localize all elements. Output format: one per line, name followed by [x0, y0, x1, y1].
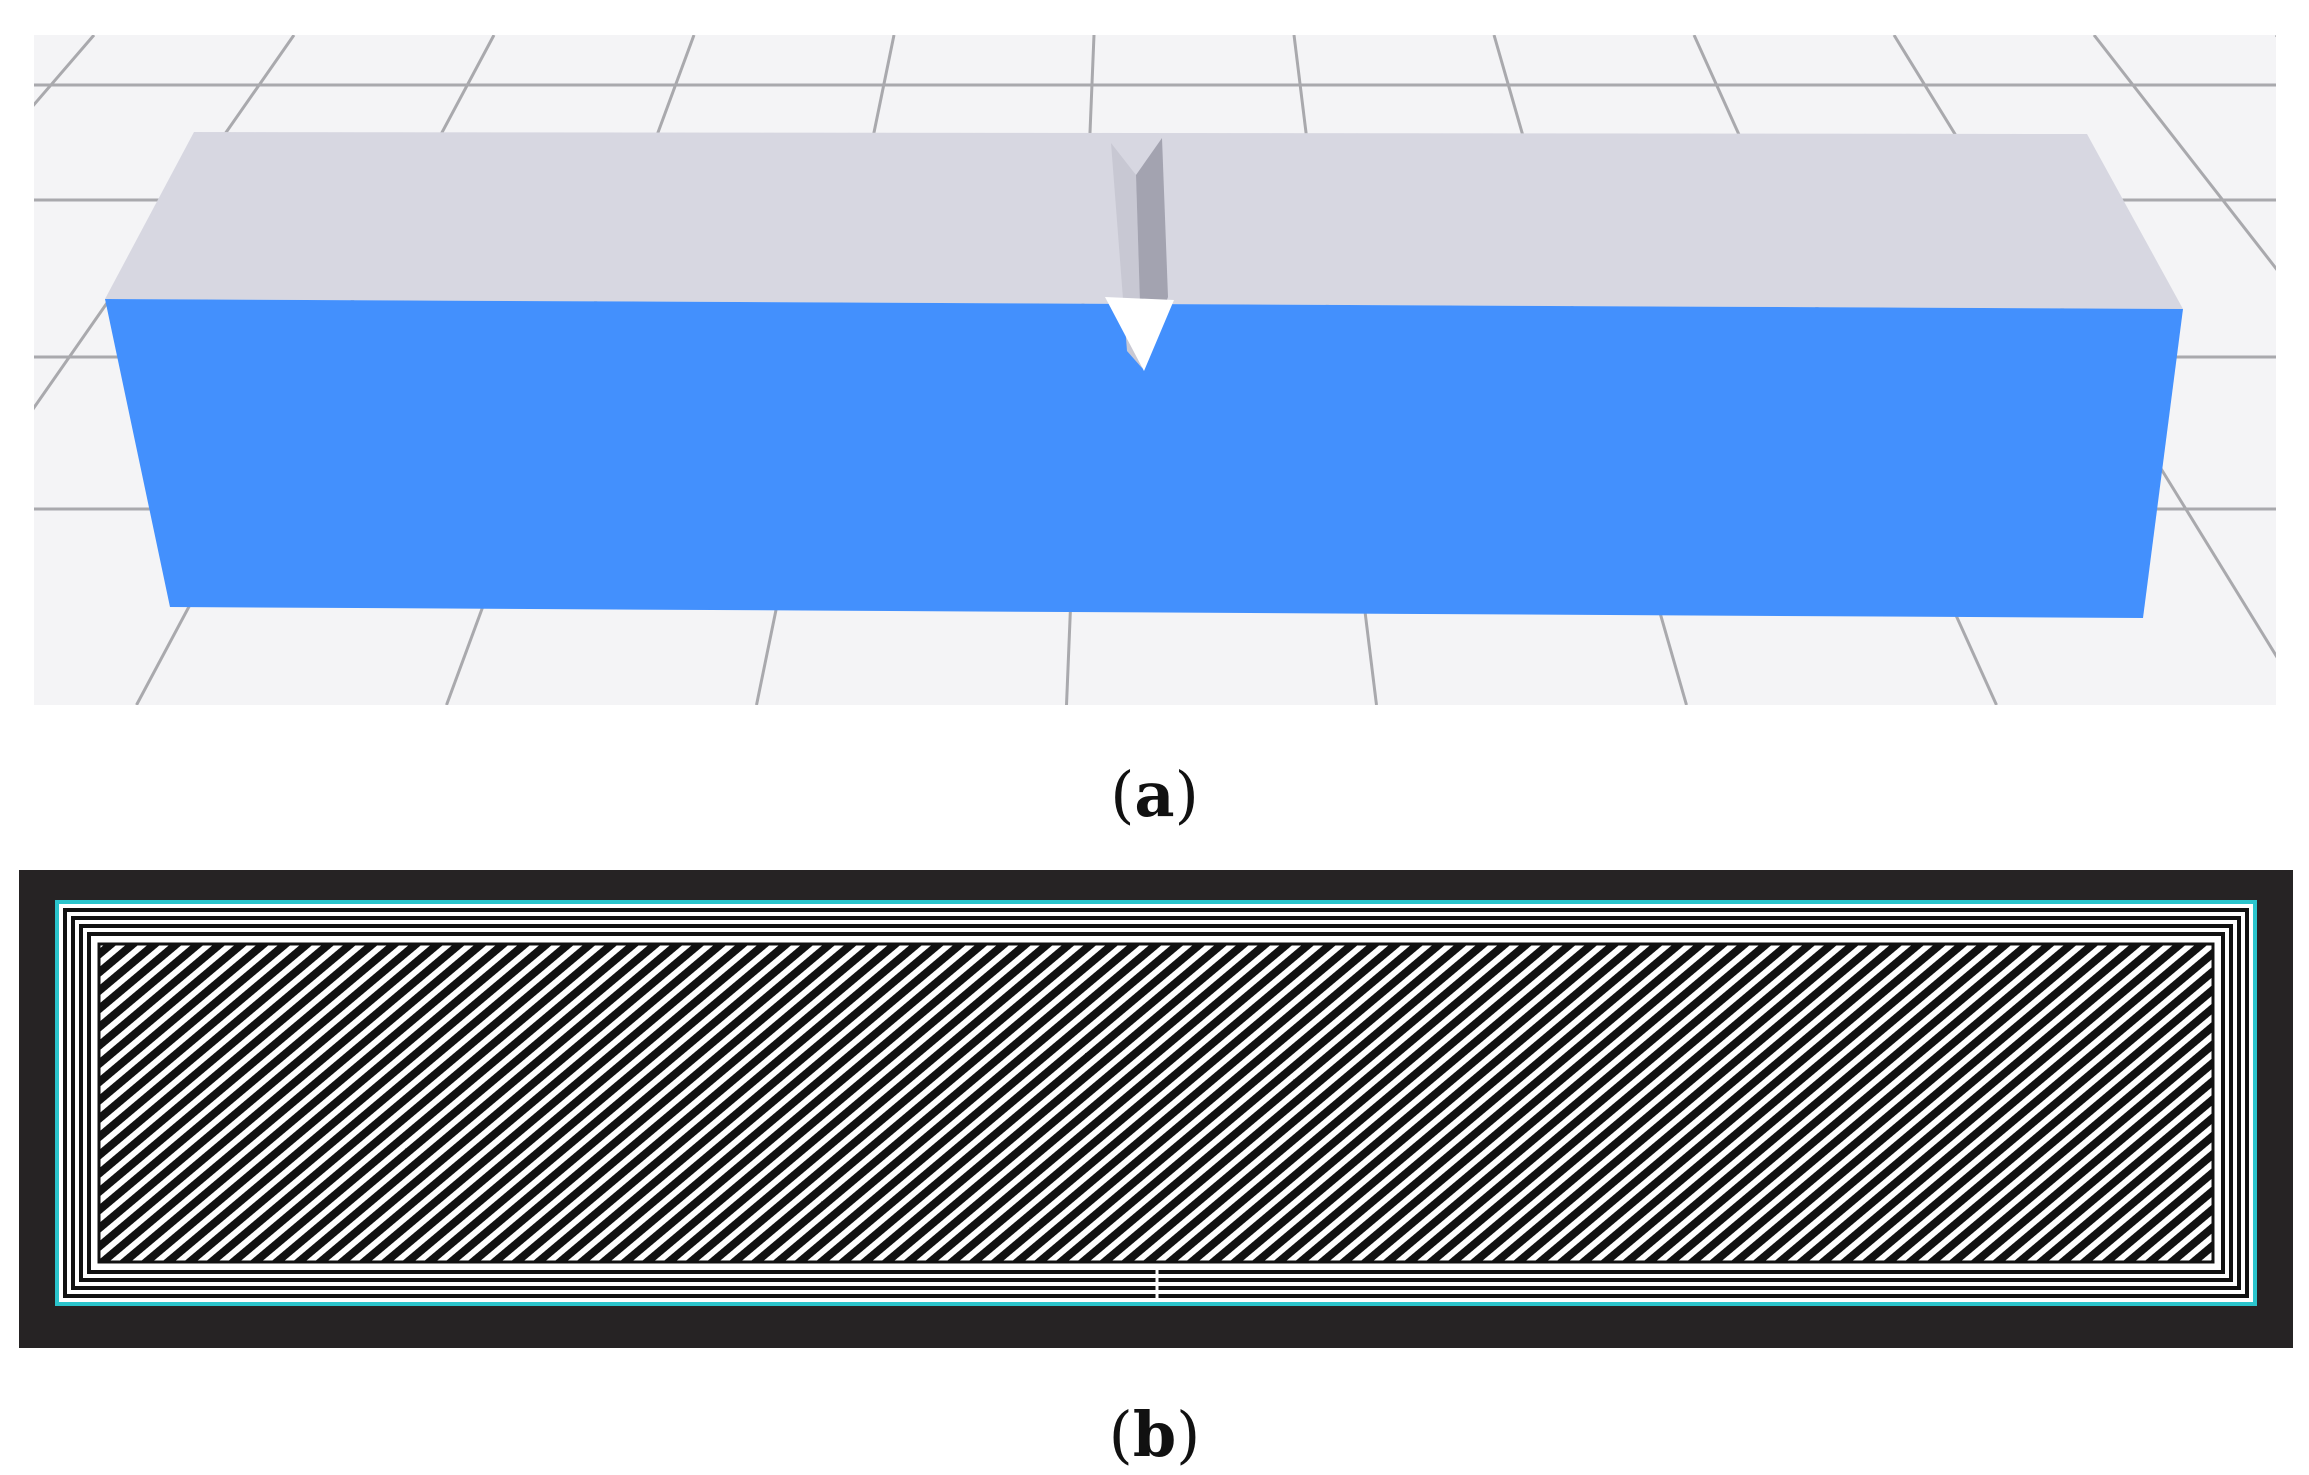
v-notch-front-cut — [1105, 297, 1174, 371]
toolpath-render — [19, 870, 2293, 1348]
notched-bar-render — [34, 35, 2276, 705]
infill-border — [97, 942, 2215, 1264]
grid-line-receding — [2092, 35, 2276, 271]
caption-a: (a) — [1110, 758, 1199, 831]
caption-b: (b) — [1108, 1398, 1201, 1471]
bar-front-face — [105, 299, 2183, 618]
panel-b-toolpath-preview — [19, 870, 2293, 1348]
diagonal-infill — [99, 944, 2213, 1262]
panel-a-3d-model-view — [34, 35, 2276, 705]
